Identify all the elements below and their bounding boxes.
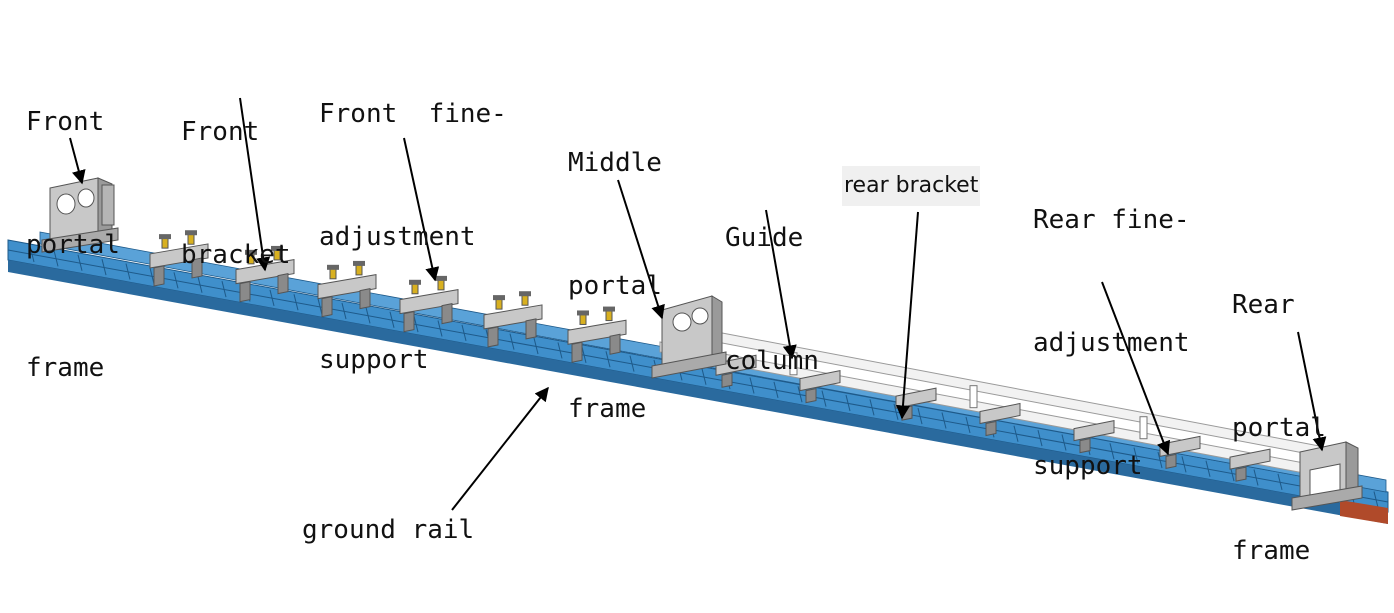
middle-portal-frame [651, 295, 727, 379]
assembly-diagram [7, 97, 1389, 524]
label-line: bracket [181, 240, 291, 270]
front-bracket-support [483, 291, 543, 348]
label-line: Rear fine- [1033, 205, 1190, 235]
front-bracket-support [399, 275, 459, 333]
rear-bracket-support [799, 370, 841, 404]
bracket-supports [149, 230, 1271, 482]
arrow-ground-rail [451, 386, 549, 511]
label-line: Front fine- [319, 99, 507, 129]
arrow-rear-bracket [895, 211, 919, 420]
label-rear-bracket: rear bracket [842, 166, 981, 206]
label-line: Front [26, 107, 105, 137]
front-bracket-support [567, 306, 627, 363]
label-line: Rear [1232, 290, 1295, 320]
label-line: frame [1232, 536, 1311, 566]
arrow-rear-fine-adjustment [1101, 281, 1171, 456]
arrow-middle-portal-frame [617, 179, 665, 320]
label-front-bracket: Front bracket [181, 30, 291, 317]
arrow-front-bracket [239, 97, 271, 272]
label-line: portal [568, 271, 662, 301]
front-bracket-support [235, 245, 295, 303]
arrow-front-portal-frame [69, 137, 86, 185]
rear-bracket-support [1229, 448, 1271, 482]
leader-arrows [69, 97, 1327, 511]
front-bracket-support [317, 260, 377, 318]
arrow-guide-column [765, 209, 797, 360]
label-rear-portal-frame: Rear portal frame [1232, 203, 1326, 613]
label-line: frame [26, 353, 105, 383]
label-line: adjustment [319, 222, 476, 252]
rear-bracket-support [979, 402, 1021, 437]
label-line: Middle [568, 148, 662, 178]
label-line: portal [26, 230, 120, 260]
label-line: Front [181, 117, 260, 147]
label-line: column [725, 346, 819, 376]
label-line: support [1033, 451, 1143, 481]
front-bracket-support [149, 230, 209, 287]
rear-bracket-support [1073, 420, 1115, 454]
label-line: support [319, 345, 429, 375]
label-guide-column: Guide column [725, 136, 819, 423]
label-ground-rail: ground rail [302, 515, 475, 545]
label-line: portal [1232, 413, 1326, 443]
label-line: Guide [725, 223, 804, 253]
arrow-rear-portal-frame [1297, 331, 1327, 452]
arrow-front-fine-adjustment [403, 137, 440, 282]
label-line: adjustment [1033, 328, 1190, 358]
label-line: frame [568, 394, 647, 424]
label-middle-portal-frame: Middle portal frame [568, 61, 662, 471]
label-front-fine-adjustment-support: Front fine- adjustment support [319, 12, 507, 422]
rear-portal-frame [1291, 441, 1363, 511]
front-portal-frame [41, 177, 119, 253]
rear-bracket-support [715, 354, 757, 388]
label-rear-fine-adjustment-support: Rear fine- adjustment support [1033, 118, 1190, 528]
label-front-portal-frame: Front portal frame [26, 20, 120, 430]
